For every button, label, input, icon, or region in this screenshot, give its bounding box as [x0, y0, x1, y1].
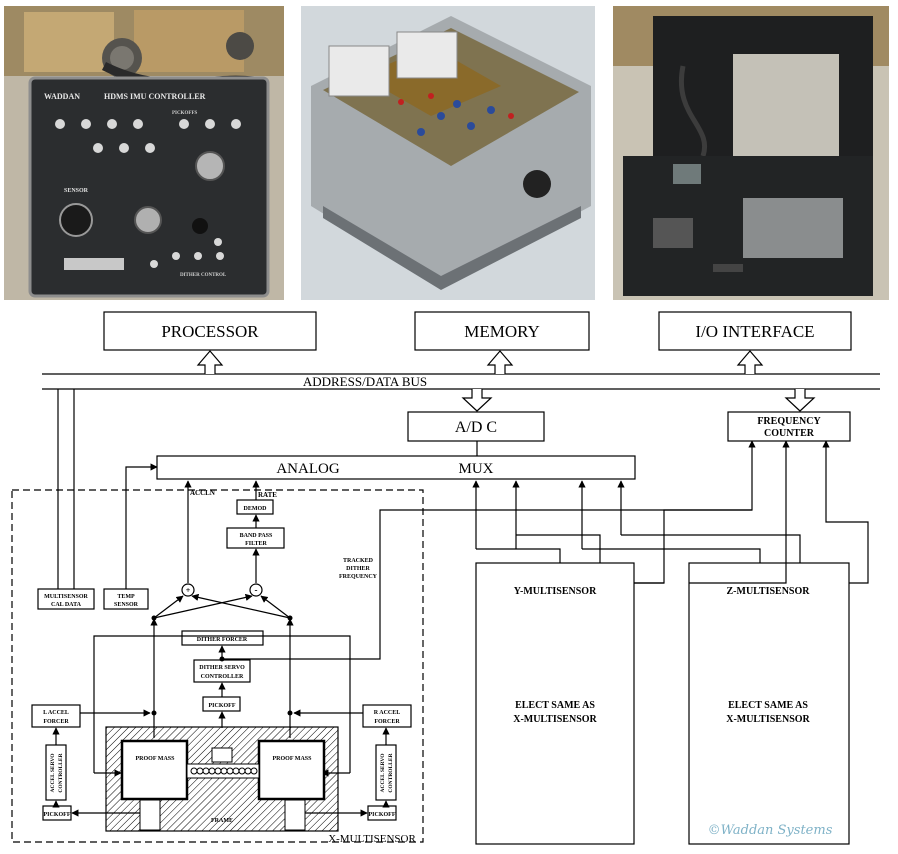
panel-label-pickoffs: PICKOFFS	[172, 111, 197, 116]
accel-servo-left-1: ACCEL SERVO	[50, 753, 56, 793]
bpf-label-1: BAND PASS	[240, 533, 273, 539]
pickoff-right-label: PICKOFF	[369, 812, 396, 818]
pickoff-left-label: PICKOFF	[44, 812, 71, 818]
frame-label: FRAME	[211, 818, 233, 824]
dither-forcer-label: DITHER FORCER	[197, 637, 248, 643]
demod-label: DEMOD	[244, 506, 268, 512]
accln-label: ACCLN	[190, 489, 215, 497]
tracked-label-2: DITHER	[346, 566, 370, 572]
processor-label: PROCESSOR	[161, 322, 259, 341]
minus-sign: -	[255, 585, 258, 595]
accel-servo-left-2: CONTROLLER	[58, 752, 64, 792]
temp-label-1: TEMP	[117, 594, 135, 600]
accel-servo-right-2: CONTROLLER	[388, 752, 394, 792]
cal-label-2: CAL DATA	[51, 602, 82, 608]
x-multisensor-mechanism	[105, 726, 339, 832]
z-multisensor-box	[688, 562, 850, 845]
tracked-label-1: TRACKED	[343, 558, 374, 564]
analog-mux-box	[156, 455, 636, 480]
cal-label-1: MULTISENSOR	[44, 594, 88, 600]
panel-label-sensor: SENSOR	[64, 188, 89, 194]
io-interface-box	[658, 311, 852, 351]
pickoff-center-label: PICKOFF	[209, 703, 236, 709]
r-accel-label-2: FORCER	[374, 719, 400, 725]
l-accel-label-1: L ACCEL	[43, 710, 69, 716]
watermark: ©Waddan Systems	[708, 823, 833, 838]
dither-servo-label-2: CONTROLLER	[201, 674, 244, 680]
bpf-label-2: FILTER	[245, 541, 267, 547]
adc-label: A/D C	[455, 419, 497, 436]
memory-box	[414, 311, 590, 351]
z-multisensor-label: Z-MULTISENSOR	[727, 586, 811, 597]
analog-label: ANALOG	[276, 461, 339, 477]
hdms-imu-controller-photo: WADDAN HDMS IMU CONTROLLER PICKOFFS SENS…	[4, 6, 284, 300]
l-accel-label-2: FORCER	[43, 719, 69, 725]
y-note-1: ELECT SAME AS	[515, 700, 595, 711]
y-multisensor-box	[475, 562, 635, 845]
memory-label: MEMORY	[464, 322, 540, 341]
io-interface-label: I/O INTERFACE	[695, 322, 814, 341]
x-multisensor-boundary	[11, 489, 424, 843]
tracked-label-3: FREQUENCY	[339, 574, 378, 580]
adc-box	[407, 411, 545, 442]
r-accel-label-1: R ACCEL	[374, 710, 401, 716]
freq-counter-label-1: FREQUENCY	[757, 416, 821, 427]
circuit-board-enclosure-photo	[301, 6, 595, 300]
freq-counter-label-2: COUNTER	[764, 428, 815, 439]
panel-label-dither: DITHER CONTROL	[180, 273, 227, 278]
temp-label-2: SENSOR	[114, 602, 139, 608]
proof-mass-left-label: PROOF MASS	[136, 756, 176, 762]
accel-servo-right-1: ACCEL SERVO	[380, 753, 386, 793]
plus-sign: +	[186, 586, 191, 595]
x-multisensor-label: X-MULTISENSOR	[328, 833, 416, 845]
carrying-case-photo	[613, 6, 889, 300]
z-note-1: ELECT SAME AS	[728, 700, 808, 711]
y-note-2: X-MULTISENSOR	[513, 714, 597, 725]
panel-title: HDMS IMU CONTROLLER	[104, 92, 206, 101]
proof-mass-right-label: PROOF MASS	[273, 756, 313, 762]
bus-label: ADDRESS/DATA BUS	[303, 374, 427, 389]
dither-servo-label-1: DITHER SERVO	[199, 665, 245, 671]
rate-label: RATE	[258, 491, 277, 499]
mux-label: MUX	[458, 461, 493, 477]
z-note-2: X-MULTISENSOR	[726, 714, 810, 725]
panel-brand: WADDAN	[44, 92, 80, 101]
processor-box	[103, 311, 317, 351]
y-multisensor-label: Y-MULTISENSOR	[514, 586, 597, 597]
